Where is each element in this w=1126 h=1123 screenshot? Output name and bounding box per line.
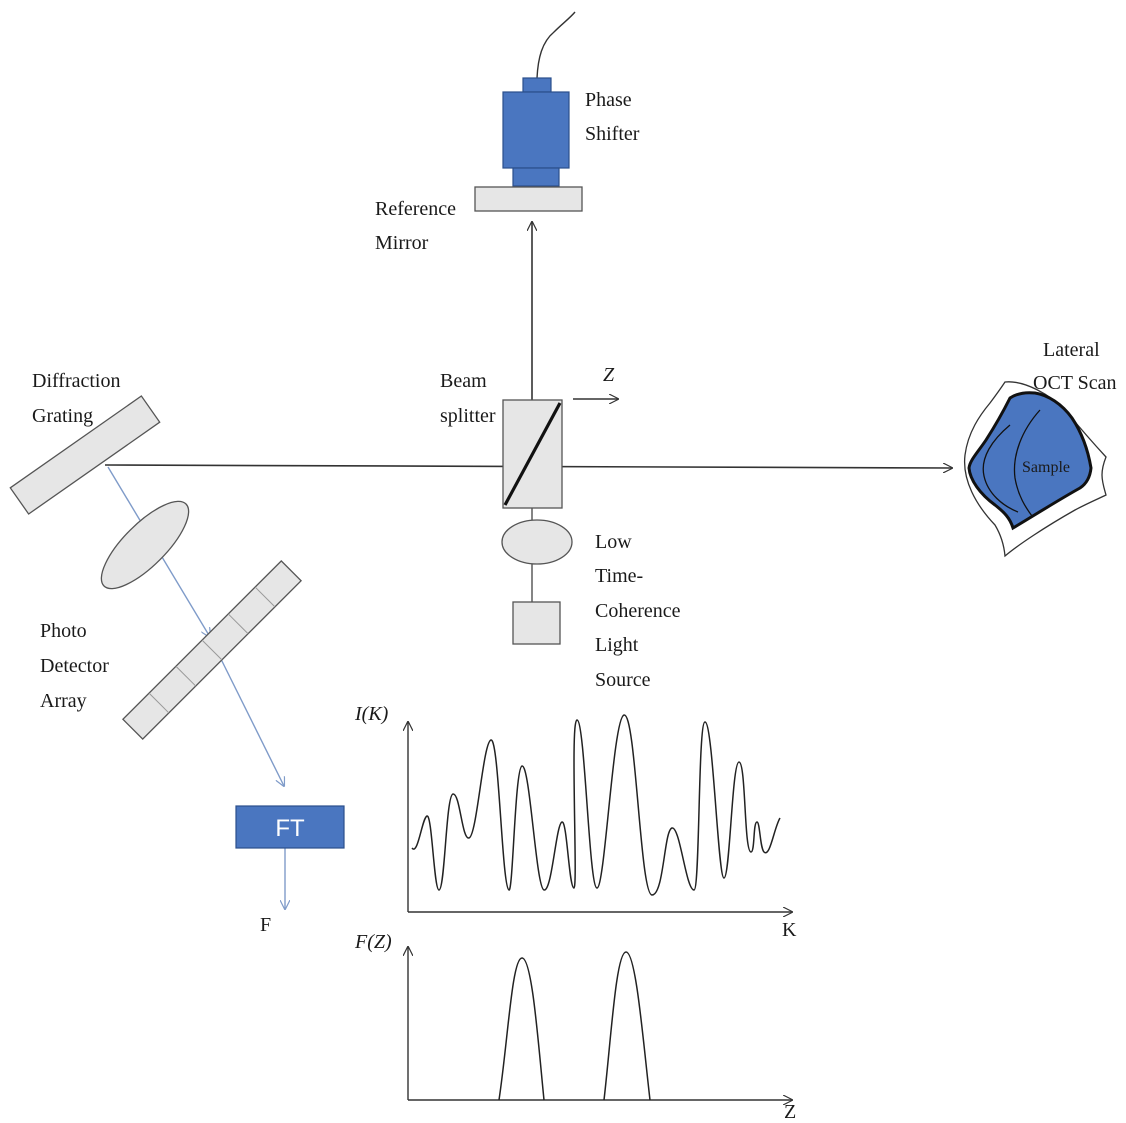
diffraction-grating-label: Diffraction Grating — [32, 370, 126, 427]
depth-peak-2 — [603, 951, 651, 1101]
phase-shifter-cable — [536, 11, 576, 79]
lens-curve — [1013, 409, 1041, 517]
spectrum-x-label: K — [782, 919, 797, 941]
ft-label: FT — [275, 815, 305, 842]
ft-block — [235, 805, 345, 849]
depth-y-label: F(Z) — [354, 931, 392, 953]
photo-detector-array — [121, 559, 303, 741]
sample-label: Sample — [1022, 459, 1070, 476]
detector-to-ft-arrow — [209, 636, 284, 786]
source-lens — [501, 519, 573, 565]
diffraction-grating — [9, 395, 161, 515]
spectrum-plot: I(K) K — [354, 703, 797, 941]
depth-x-label: Z — [784, 1101, 796, 1123]
light-source-box — [512, 601, 561, 645]
beam-splitter-label: Beam splitter — [440, 370, 496, 427]
photo-detector-label: Photo Detector Array — [40, 620, 114, 712]
phase-shifter-base — [512, 167, 560, 187]
spectrum-signal-curve — [411, 714, 781, 896]
spectrum-y-label: I(K) — [354, 703, 389, 725]
phase-shifter — [502, 11, 576, 187]
z-direction-label: Z — [603, 364, 615, 386]
f-output-label: F — [260, 914, 271, 936]
beam-splitter — [502, 399, 563, 509]
focusing-lens — [100, 500, 190, 590]
sample-region — [967, 391, 1093, 531]
phase-shifter-body — [502, 91, 570, 169]
light-source-label: Low Time- Coherence Light Source — [595, 531, 686, 691]
cornea-curve — [982, 424, 1019, 513]
reference-mirror-label: Reference Mirror — [375, 198, 461, 254]
eye-sample — [963, 381, 1107, 558]
reference-mirror — [474, 186, 583, 212]
depth-peak-1 — [498, 957, 545, 1101]
depth-profile-plot: F(Z) Z — [354, 931, 796, 1123]
phase-shifter-label: Phase Shifter — [585, 89, 640, 145]
lateral-scan-label: Lateral OCT Scan — [1033, 339, 1117, 394]
phase-shifter-cap — [522, 77, 552, 93]
